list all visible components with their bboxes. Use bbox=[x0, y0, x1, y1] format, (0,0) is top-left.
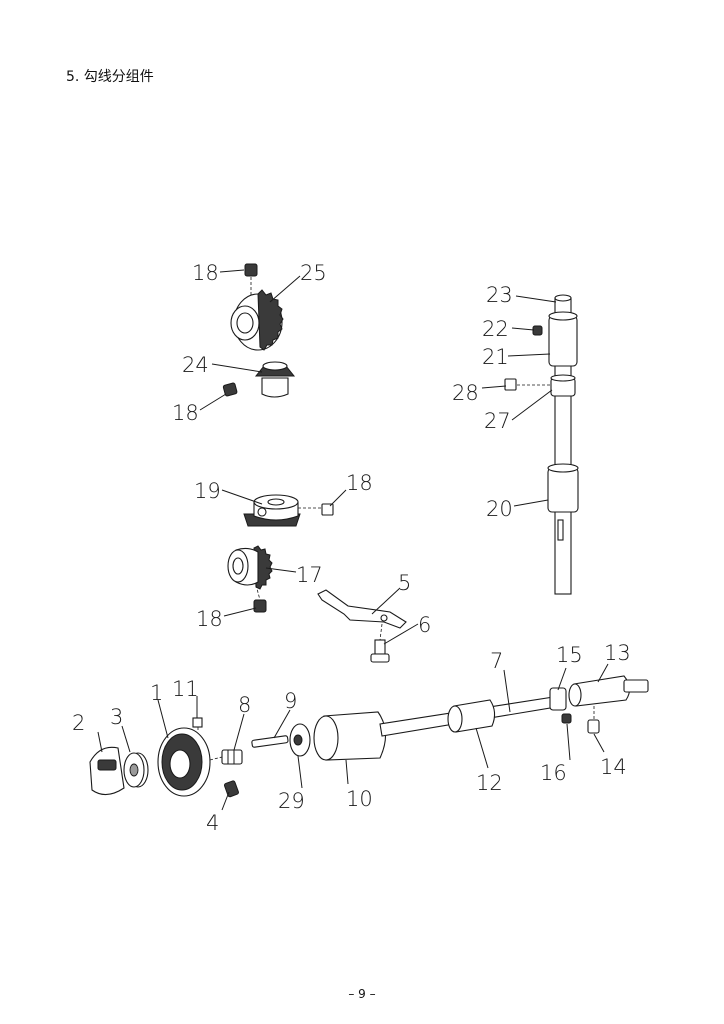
callout-7: 7 bbox=[490, 649, 503, 673]
callout-12: 12 bbox=[476, 771, 503, 795]
pin-9 bbox=[251, 735, 289, 748]
bevel-gear-25 bbox=[230, 289, 284, 351]
vertical-shaft-20-to-28 bbox=[547, 294, 579, 595]
callout-18: 18 bbox=[346, 471, 373, 495]
set-screw-16 bbox=[561, 713, 572, 724]
bushing-12 bbox=[447, 699, 496, 733]
set-screw-11 bbox=[192, 717, 203, 728]
callout-16: 16 bbox=[540, 761, 567, 785]
set-screw-14 bbox=[587, 706, 600, 734]
callout-23: 23 bbox=[486, 283, 513, 307]
set-screw-18-top bbox=[244, 263, 258, 296]
callout-29: 29 bbox=[278, 789, 305, 813]
callout-5: 5 bbox=[398, 571, 411, 595]
bushing-13 bbox=[568, 675, 649, 707]
callout-14: 14 bbox=[600, 755, 627, 779]
rotary-hook-1 bbox=[157, 722, 227, 797]
page-number: – 9 – bbox=[348, 987, 376, 1001]
set-screw-18-mid bbox=[321, 503, 334, 516]
callout-22: 22 bbox=[482, 317, 509, 341]
callout-10: 10 bbox=[346, 787, 373, 811]
page-title: 5. 勾线分组件 bbox=[66, 69, 154, 85]
callout-20: 20 bbox=[486, 497, 513, 521]
bevel-gear-19 bbox=[243, 494, 324, 527]
screw-6 bbox=[370, 639, 390, 663]
callout-6: 6 bbox=[418, 613, 431, 637]
bobbin-case-2 bbox=[89, 746, 125, 796]
bevel-gear-17 bbox=[227, 545, 273, 601]
set-screw-18-left bbox=[222, 382, 238, 397]
callout-15: 15 bbox=[556, 643, 583, 667]
set-screw-18-bottom bbox=[253, 599, 267, 613]
callout-4: 4 bbox=[206, 811, 219, 835]
callout-8: 8 bbox=[238, 693, 251, 717]
callout-9: 9 bbox=[284, 689, 297, 713]
callout-24: 24 bbox=[182, 353, 209, 377]
set-screw-28 bbox=[504, 378, 550, 391]
callout-1: 1 bbox=[150, 681, 163, 705]
callout-18: 18 bbox=[192, 261, 219, 285]
collar-29 bbox=[289, 723, 311, 757]
callout-28: 28 bbox=[452, 381, 479, 405]
callout-18: 18 bbox=[172, 401, 199, 425]
callout-18: 18 bbox=[196, 607, 223, 631]
callout-2: 2 bbox=[72, 711, 85, 735]
set-screw-22 bbox=[532, 325, 543, 336]
bevel-gear-24 bbox=[254, 361, 296, 398]
callout-19: 19 bbox=[194, 479, 221, 503]
bushing-8 bbox=[221, 749, 243, 765]
screw-4 bbox=[223, 780, 239, 798]
bushing-10 bbox=[313, 711, 387, 761]
bobbin-3 bbox=[123, 752, 149, 788]
bracket-5 bbox=[317, 589, 407, 641]
callout-25: 25 bbox=[300, 261, 327, 285]
callout-13: 13 bbox=[604, 641, 631, 665]
leader-lines bbox=[97, 269, 609, 811]
callout-27: 27 bbox=[484, 409, 511, 433]
callout-11: 11 bbox=[172, 677, 199, 701]
collar-15 bbox=[549, 687, 567, 711]
callout-17: 17 bbox=[296, 563, 323, 587]
callout-3: 3 bbox=[110, 705, 123, 729]
callout-21: 21 bbox=[482, 345, 509, 369]
